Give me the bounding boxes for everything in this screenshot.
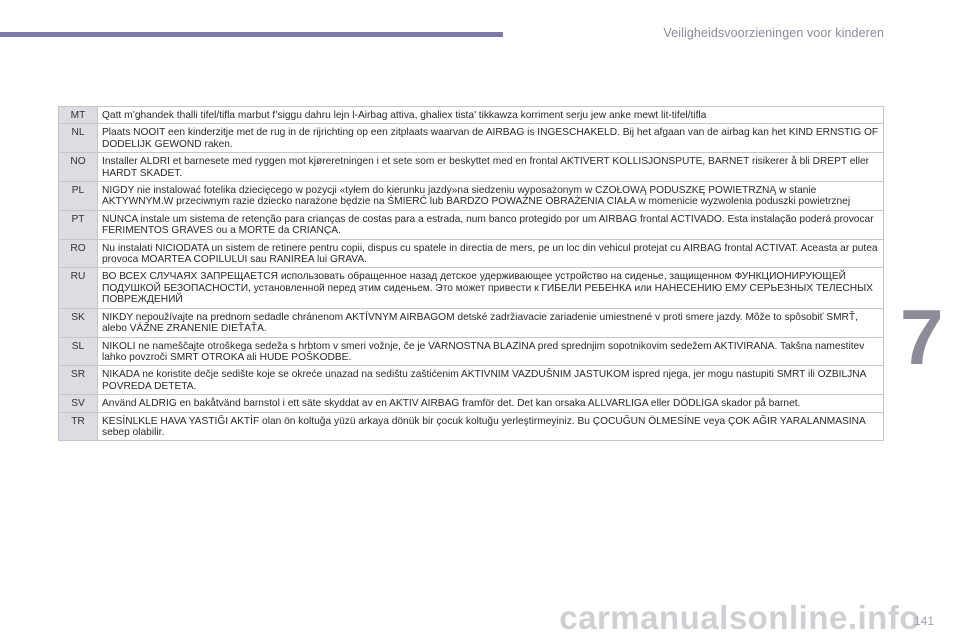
warning-text: Plaats NOOIT een kinderzitje met de rug …	[97, 123, 884, 154]
language-code: TR	[58, 411, 98, 442]
watermark: carmanualsonline.info	[559, 599, 920, 636]
table-row: SV Använd ALDRIG en bakåtvänd barnstol i…	[58, 394, 884, 413]
chapter-number: 7	[900, 293, 944, 381]
warning-text: NIKOLI ne nameščajte otroškega sedeža s …	[97, 336, 884, 367]
header-accent-bar	[0, 32, 503, 37]
warning-text: NIKADA ne koristite dečje sedište koje s…	[97, 365, 884, 396]
warning-text: Nu instalati NICIODATA un sistem de reti…	[97, 238, 884, 269]
table-row: NL Plaats NOOIT een kinderzitje met de r…	[58, 123, 884, 154]
language-code: SV	[58, 394, 98, 413]
table-row: RU ВО ВСЕХ СЛУЧАЯХ ЗАПРЕЩАЕТСЯ использов…	[58, 267, 884, 309]
language-code: RO	[58, 238, 98, 269]
warning-text: Qatt m’ghandek thalli tifel/tifla marbut…	[97, 105, 884, 125]
warning-text: NIKDY nepoužívajte na prednom sedadle ch…	[97, 307, 884, 338]
table-row: NO Installer ALDRI et barnesete med rygg…	[58, 152, 884, 183]
table-row: SL NIKOLI ne nameščajte otroškega sedeža…	[58, 336, 884, 367]
language-code: NO	[58, 152, 98, 183]
warning-text: NUNCA instale um sistema de retenção par…	[97, 209, 884, 240]
language-code: SK	[58, 307, 98, 338]
page-number: 141	[913, 614, 934, 628]
warning-text: Använd ALDRIG en bakåtvänd barnstol i et…	[97, 394, 884, 413]
warning-text: NIGDY nie instalować fotelika dziecięceg…	[97, 181, 884, 211]
table-row: SK NIKDY nepoužívajte na prednom sedadle…	[58, 307, 884, 338]
language-code: RU	[58, 267, 98, 309]
page-header-title: Veiligheidsvoorzieningen voor kinderen	[663, 26, 884, 40]
language-code: NL	[58, 123, 98, 154]
warning-text: KESİNLKLE HAVA YASTIĞI AKTİF olan ön kol…	[97, 411, 884, 442]
warning-text: Installer ALDRI et barnesete med ryggen …	[97, 152, 884, 183]
language-code: MT	[58, 105, 98, 125]
table-row: PL NIGDY nie instalować fotelika dziecię…	[58, 181, 884, 211]
language-code: PT	[58, 209, 98, 240]
language-code: SL	[58, 336, 98, 367]
table-row: TR KESİNLKLE HAVA YASTIĞI AKTİF olan ön …	[58, 411, 884, 442]
table-row: RO Nu instalati NICIODATA un sistem de r…	[58, 238, 884, 269]
warning-text: ВО ВСЕХ СЛУЧАЯХ ЗАПРЕЩАЕТСЯ использовать…	[97, 267, 884, 309]
airbag-warning-table: MT Qatt m’ghandek thalli tifel/tifla mar…	[58, 105, 884, 442]
table-row: PT NUNCA instale um sistema de retenção …	[58, 209, 884, 240]
language-code: PL	[58, 181, 98, 211]
table-row: MT Qatt m’ghandek thalli tifel/tifla mar…	[58, 105, 884, 125]
table-row: SR NIKADA ne koristite dečje sedište koj…	[58, 365, 884, 396]
language-code: SR	[58, 365, 98, 396]
